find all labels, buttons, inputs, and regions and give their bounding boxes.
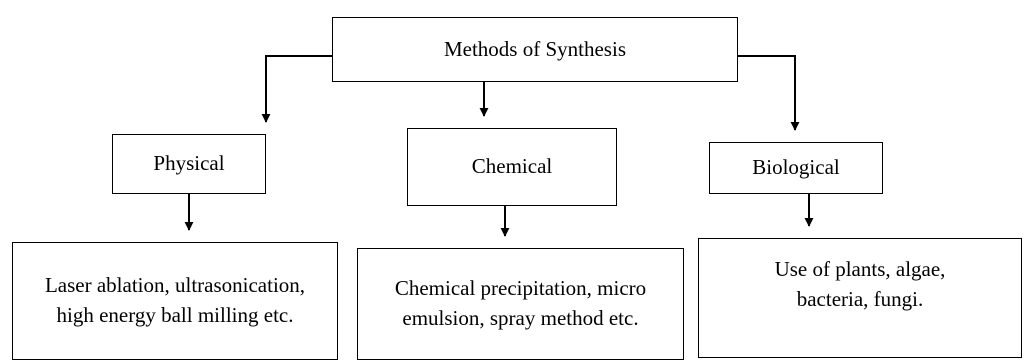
- chemical-description-node: Chemical precipitation, micro emulsion, …: [357, 248, 684, 360]
- root-node: Methods of Synthesis: [332, 17, 738, 82]
- chemical-node-label: Chemical: [471, 154, 553, 179]
- biological-description-text: Use of plants, algae, bacteria, fungi.: [774, 257, 946, 311]
- physical-description-text: Laser ablation, ultrasonication, high en…: [44, 273, 306, 327]
- physical-node-label: Physical: [153, 151, 225, 176]
- biological-node-label: Biological: [752, 155, 840, 180]
- root-node-label: Methods of Synthesis: [443, 36, 626, 61]
- physical-node: Physical: [112, 134, 266, 194]
- physical-description-node: Laser ablation, ultrasonication, high en…: [12, 242, 338, 360]
- arrow-root-to-biological: [738, 55, 800, 131]
- arrow-root-to-physical: [261, 55, 332, 123]
- biological-node: Biological: [709, 142, 883, 194]
- chemical-node: Chemical: [407, 128, 617, 206]
- chemical-description-text: Chemical precipitation, micro emulsion, …: [394, 276, 647, 330]
- biological-description-node: Use of plants, algae, bacteria, fungi.: [698, 238, 1022, 358]
